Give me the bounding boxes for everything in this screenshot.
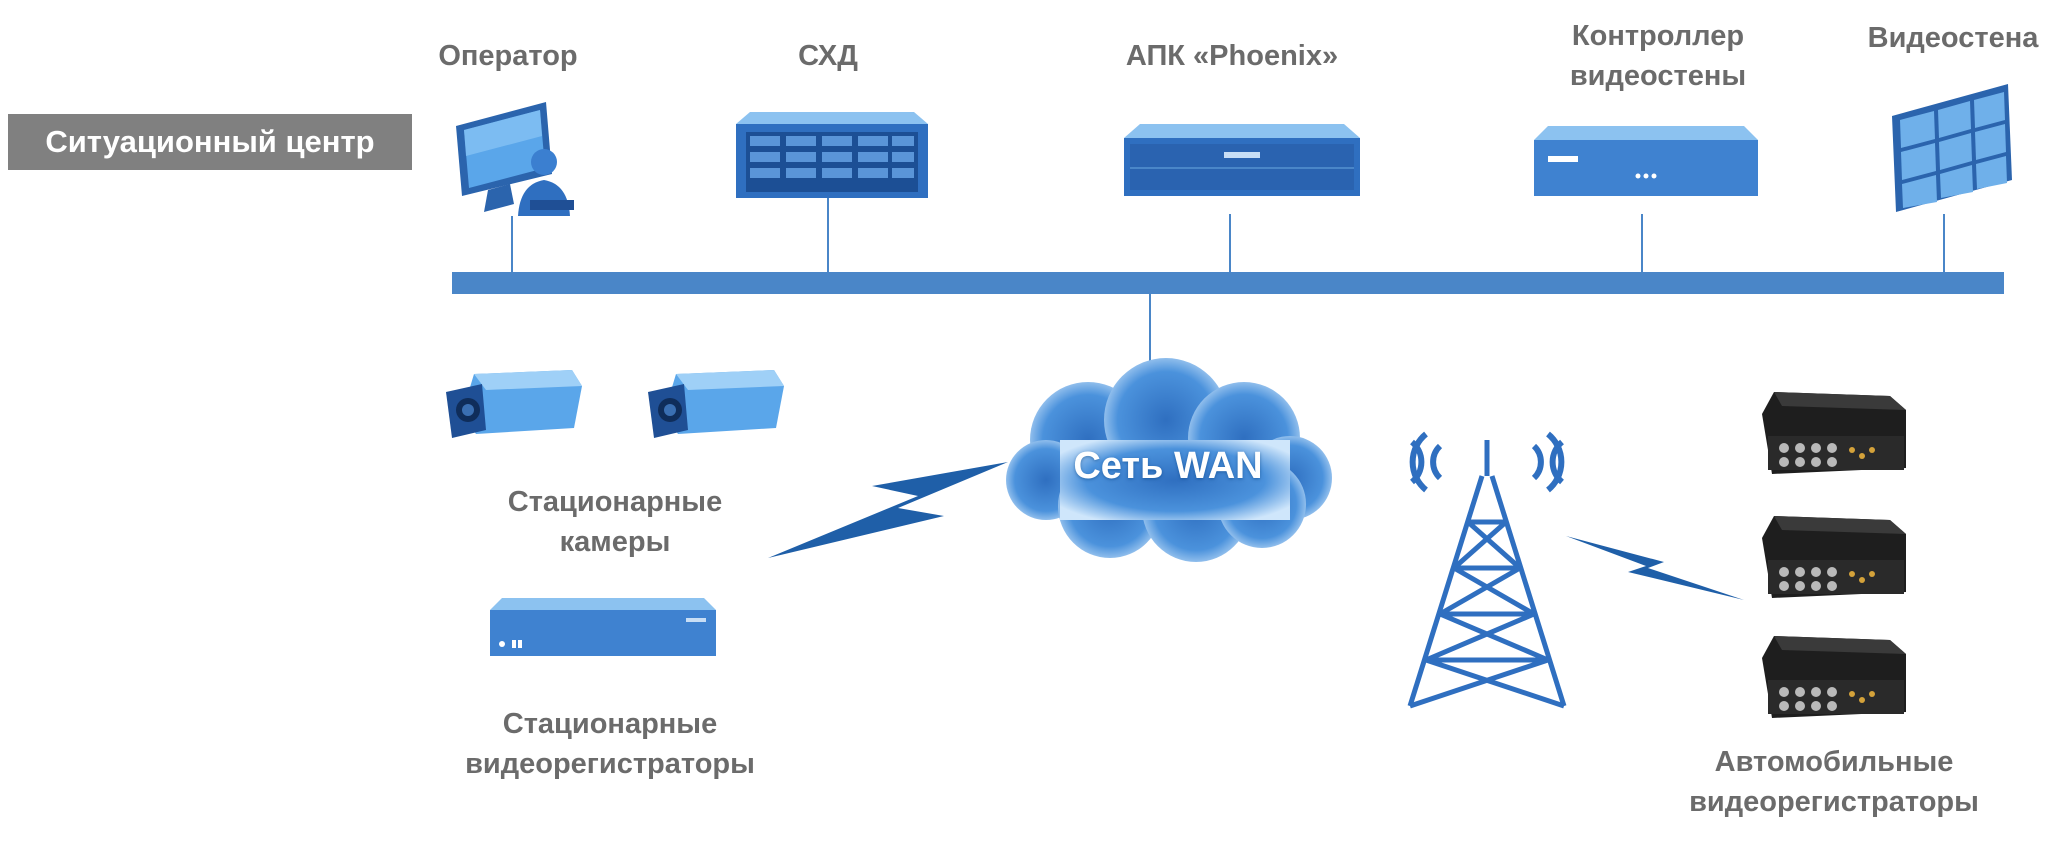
- storage-server-icon: [736, 112, 928, 198]
- phoenix-label: АПК «Phoenix»: [1125, 40, 1339, 72]
- videowall-controller-icon: [1534, 126, 1758, 196]
- videowall-connector: [1943, 214, 1945, 272]
- cloud-icon: [1006, 358, 1332, 562]
- mobile-recorder-icon: [1762, 392, 1906, 474]
- operator-connector: [511, 216, 513, 272]
- radio-tower-icon: [1407, 431, 1567, 709]
- lightning-icon: [1566, 536, 1744, 600]
- mobile-recorders-label: Автомобильные видеорегистраторы: [1689, 746, 1979, 818]
- situation-center-badge: Ситуационный центр: [8, 114, 412, 170]
- mobile-recorder-icon: [1762, 516, 1906, 598]
- controller-connector: [1641, 214, 1643, 272]
- phoenix-connector: [1229, 214, 1231, 272]
- storage-connector: [827, 198, 829, 272]
- cloud-connector: [1149, 294, 1151, 366]
- recorder-icon: [490, 598, 716, 656]
- network-label: Сеть WAN: [1073, 445, 1263, 487]
- mobile-recorder-icon: [1762, 636, 1906, 718]
- operator-label: Оператор: [438, 40, 578, 72]
- network-bus: [452, 272, 2004, 294]
- camera-icon: [446, 370, 582, 438]
- storage-label: СХД: [798, 40, 858, 72]
- operator-workstation-icon: [456, 102, 574, 216]
- camera-icon: [648, 370, 784, 438]
- videowall-controller-label: Контроллер видеостены: [1569, 20, 1747, 92]
- lightning-icon: [768, 462, 1008, 558]
- videowall-label: Видеостена: [1867, 22, 2039, 54]
- stationary-cameras-label: Стационарные камеры: [507, 486, 723, 558]
- videowall-icon: [1892, 84, 2012, 212]
- phoenix-server-icon: [1124, 124, 1360, 196]
- stationary-recorders-label: Стационарные видеорегистраторы: [465, 708, 755, 780]
